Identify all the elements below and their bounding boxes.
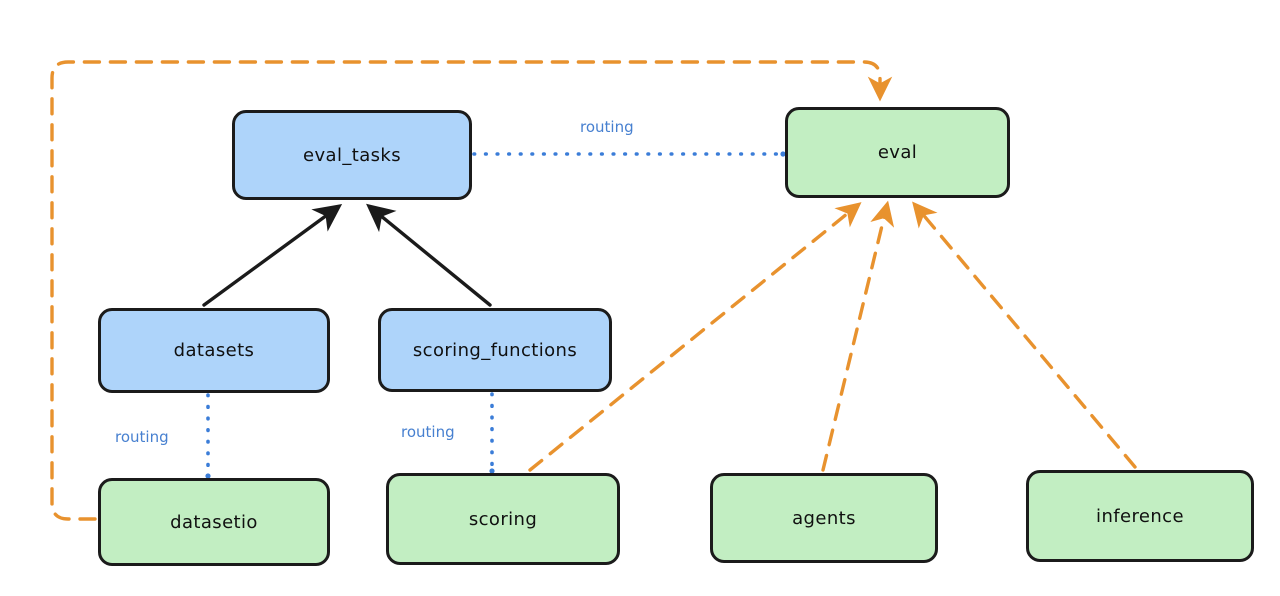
- node-label-agents: agents: [792, 507, 856, 529]
- edge-datasets-datasetio: [205, 393, 211, 479]
- node-label-eval-tasks: eval_tasks: [302, 144, 402, 166]
- edge-scoring_functions-scoring: [489, 392, 495, 474]
- edge-label-routing-scoring-functions-scoring: routing: [399, 423, 457, 441]
- node-agents[interactable]: agents: [710, 473, 938, 563]
- node-label-datasetio: datasetio: [170, 511, 258, 533]
- node-eval-tasks[interactable]: eval_tasks: [232, 110, 472, 200]
- node-scoring-functions[interactable]: scoring_functions: [378, 308, 612, 392]
- edge-scoring_functions-eval_tasks: [366, 203, 492, 307]
- node-scoring[interactable]: scoring: [386, 473, 620, 565]
- edge-datasetio-eval: [50, 60, 893, 521]
- node-label-inference: inference: [1096, 505, 1184, 527]
- node-datasets[interactable]: datasets: [98, 308, 330, 393]
- node-eval[interactable]: eval: [785, 107, 1010, 198]
- node-datasetio[interactable]: datasetio: [98, 478, 330, 566]
- edge-inference-eval: [912, 201, 1137, 469]
- edge-label-routing-eval-tasks-eval: routing: [578, 118, 636, 136]
- node-label-datasets: datasets: [173, 340, 255, 361]
- edge-datasets-eval_tasks: [202, 203, 343, 307]
- edge-eval_tasks-eval: [472, 151, 786, 157]
- edge-agents-eval: [821, 200, 895, 472]
- node-label-eval: eval: [877, 142, 918, 163]
- edge-scoring-eval: [528, 202, 862, 472]
- node-label-scoring: scoring: [468, 508, 538, 530]
- node-label-scoring-functions: scoring_functions: [412, 339, 578, 361]
- node-inference[interactable]: inference: [1026, 470, 1254, 562]
- edge-label-routing-datasets-datasetio: routing: [113, 428, 171, 446]
